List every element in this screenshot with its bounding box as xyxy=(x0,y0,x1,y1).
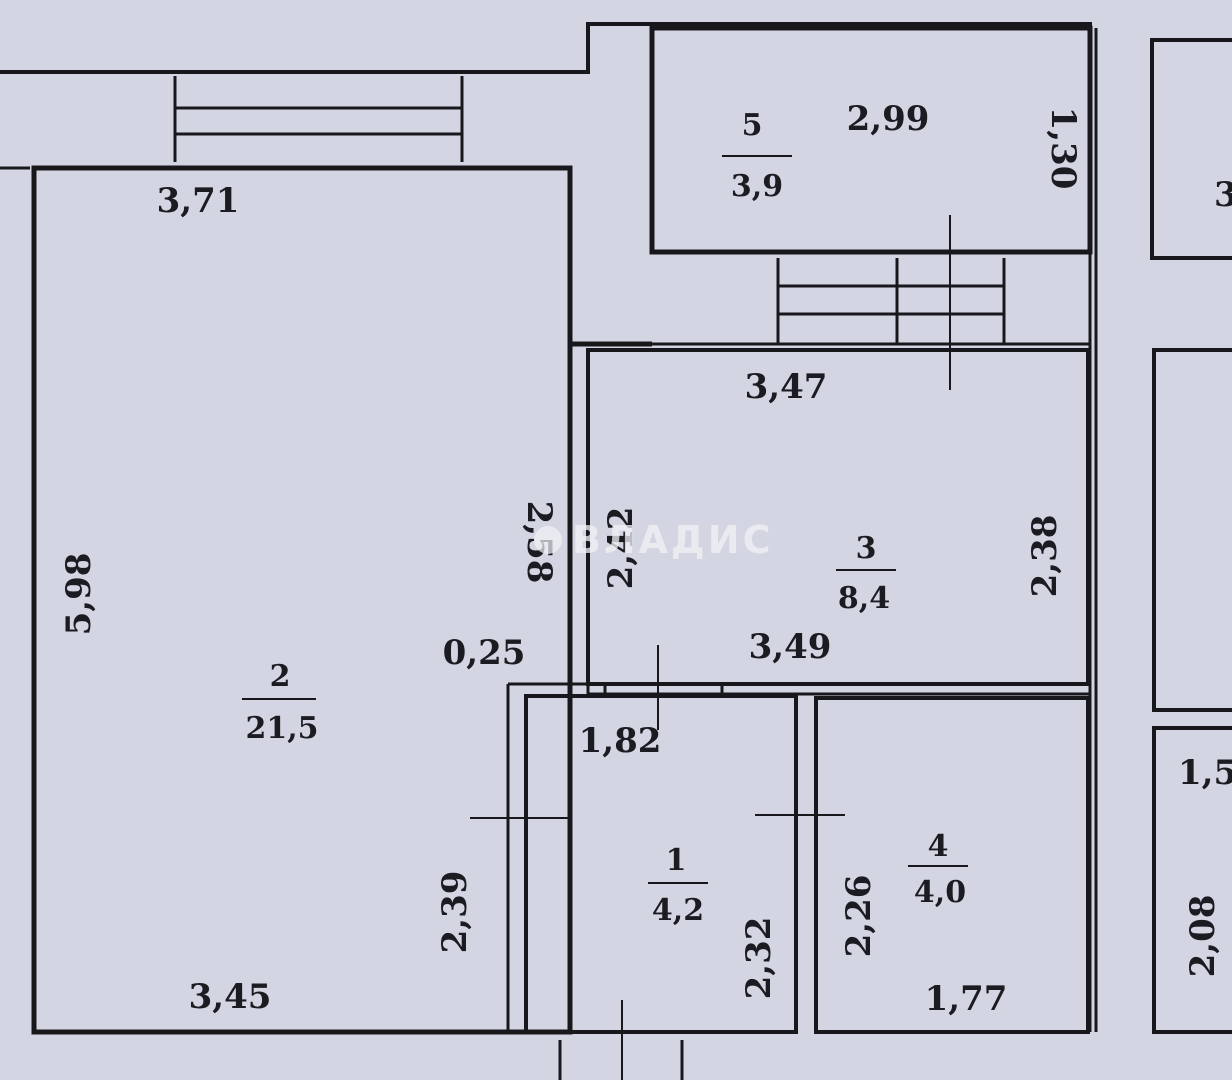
dim-1-5: 1,5 xyxy=(1178,753,1232,793)
dim-2-32: 2,32 xyxy=(739,917,779,1000)
dim-2-08: 2,08 xyxy=(1183,895,1223,978)
room-1-number: 1 xyxy=(666,843,687,878)
room-4-area: 4,0 xyxy=(914,875,966,910)
room-5-number: 5 xyxy=(742,108,763,143)
dim-1-82: 1,82 xyxy=(579,721,662,761)
room-5-area: 3,9 xyxy=(731,169,783,204)
room-3-number: 3 xyxy=(856,531,877,566)
room-2-number: 2 xyxy=(270,659,291,694)
room-2-label: 2 21,5 xyxy=(242,659,319,746)
dim-0-25: 0,25 xyxy=(443,633,526,673)
room-1-area: 4,2 xyxy=(652,893,704,928)
dim-3-47: 3,47 xyxy=(745,367,828,407)
dim-3-45: 3,45 xyxy=(189,977,272,1017)
dim-1-77: 1,77 xyxy=(925,979,1008,1019)
room-3-label: 3 8,4 xyxy=(836,531,896,616)
room-5-label: 5 3,9 xyxy=(722,108,792,204)
outer-wall-top xyxy=(0,22,1092,74)
dim-2-26: 2,26 xyxy=(839,875,879,958)
watermark-text: ВЛАДИС xyxy=(572,518,773,562)
dim-2-38: 2,38 xyxy=(1025,515,1065,598)
room-2-outline xyxy=(31,165,573,1035)
walls xyxy=(0,22,1232,1080)
watermark: ВЛАДИС xyxy=(534,518,773,562)
dim-2-99: 2,99 xyxy=(847,99,930,139)
wall-step xyxy=(567,168,652,347)
neighbour-room-top xyxy=(1150,38,1232,260)
neighbour-room-mid xyxy=(1152,348,1232,712)
dim-5-98: 5,98 xyxy=(59,553,99,636)
room-2-area: 21,5 xyxy=(245,711,318,746)
room-5-outline xyxy=(649,25,1093,255)
watermark-logo-icon xyxy=(534,526,562,554)
dim-3-49: 3,49 xyxy=(749,627,832,667)
dim-1-30: 1,30 xyxy=(1043,107,1083,190)
dim-2-39: 2,39 xyxy=(435,871,475,954)
room-3-area: 8,4 xyxy=(838,581,890,616)
neighbour-room-bottom xyxy=(1152,726,1232,1034)
room-4-label: 4 4,0 xyxy=(908,829,968,910)
dim-3-71: 3,71 xyxy=(157,181,240,221)
room-3-outline xyxy=(586,348,1090,686)
room-4-number: 4 xyxy=(928,829,949,864)
dim-3: 3 xyxy=(1214,175,1232,215)
room-1-label: 1 4,2 xyxy=(648,843,708,928)
dim-2-42: 2,42 xyxy=(601,507,641,590)
